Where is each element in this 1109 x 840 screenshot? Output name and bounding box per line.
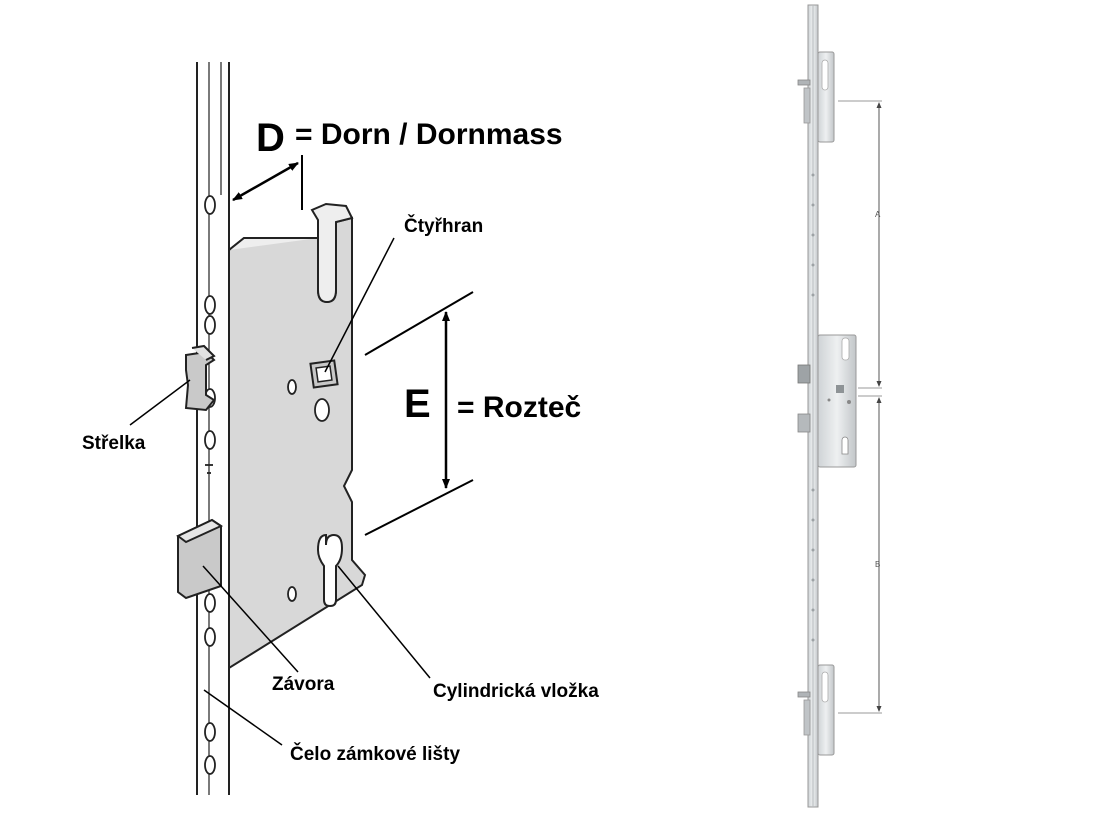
dimension-d: D = Dorn / Dornmass xyxy=(232,116,563,210)
dimension-e-text: = Rozteč xyxy=(457,391,581,424)
dimension-d-letter: D xyxy=(256,116,285,160)
dimension-d-text: = Dorn / Dornmass xyxy=(295,118,563,151)
dimension-b-letter: B xyxy=(875,560,880,569)
latch xyxy=(184,344,216,412)
dimension-e-letter: E xyxy=(404,382,431,426)
dimension-a: A xyxy=(838,100,882,389)
dimension-a-letter: A xyxy=(875,210,881,219)
label-latch: Střelka xyxy=(82,433,146,454)
label-cylinder: Cylindrická vložka xyxy=(433,681,599,702)
top-hook-lock xyxy=(797,51,835,143)
bottom-hook-lock xyxy=(797,664,835,756)
faceplate-holes xyxy=(204,195,216,775)
bar-holes xyxy=(811,173,815,642)
mortise-lock-diagram: D = Dorn / Dornmass E = Rozteč Čtyřhran … xyxy=(82,62,599,795)
multipoint-lock-diagram: A B xyxy=(797,4,882,808)
dimension-b: B xyxy=(838,395,882,714)
leader-lines xyxy=(129,237,431,746)
dimension-e: E = Rozteč xyxy=(364,291,581,536)
center-main-lock xyxy=(797,334,857,468)
faceplate-strip xyxy=(196,62,230,795)
lock-case xyxy=(228,202,367,670)
label-bolt: Závora xyxy=(272,674,335,695)
bolt xyxy=(176,518,224,600)
label-faceplate: Čelo zámkové lišty xyxy=(290,743,460,765)
label-spindle: Čtyřhran xyxy=(404,215,483,237)
